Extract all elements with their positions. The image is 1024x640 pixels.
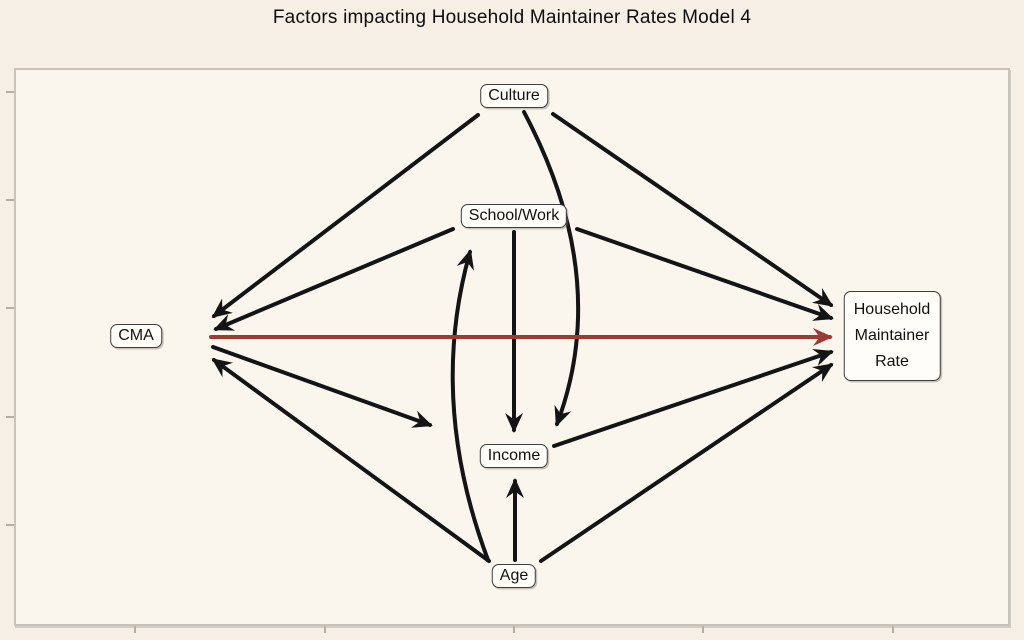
edge-schoolwork-hmr xyxy=(575,227,834,321)
node-income: Income xyxy=(479,444,549,468)
edge-age-cma xyxy=(211,358,491,563)
node-culture: Culture xyxy=(480,84,548,108)
node-hmr-line-3: Rate xyxy=(875,353,909,370)
edge-culture-income xyxy=(522,110,581,427)
node-cma: CMA xyxy=(110,324,162,348)
node-school-work: School/Work xyxy=(460,204,568,228)
node-age: Age xyxy=(491,564,537,588)
page-title: Factors impacting Household Maintainer R… xyxy=(272,7,752,28)
edge-culture-hmr xyxy=(551,112,834,307)
bottom-axis-ticks xyxy=(134,626,894,633)
edge-income-hmr xyxy=(552,348,834,448)
node-hmr-line-2: Maintainer xyxy=(854,327,930,344)
edge-cma-income xyxy=(211,345,433,428)
left-axis-ticks xyxy=(6,91,14,526)
node-hmr-line-1: Household xyxy=(853,301,931,318)
edge-culture-cma xyxy=(211,113,480,318)
node-household-maintainer-rate: Household Maintainer Rate xyxy=(843,291,941,381)
edge-schoolwork-cma xyxy=(213,227,455,331)
edge-age-schoolwork xyxy=(450,249,490,562)
edge-age-hmr xyxy=(539,363,834,563)
